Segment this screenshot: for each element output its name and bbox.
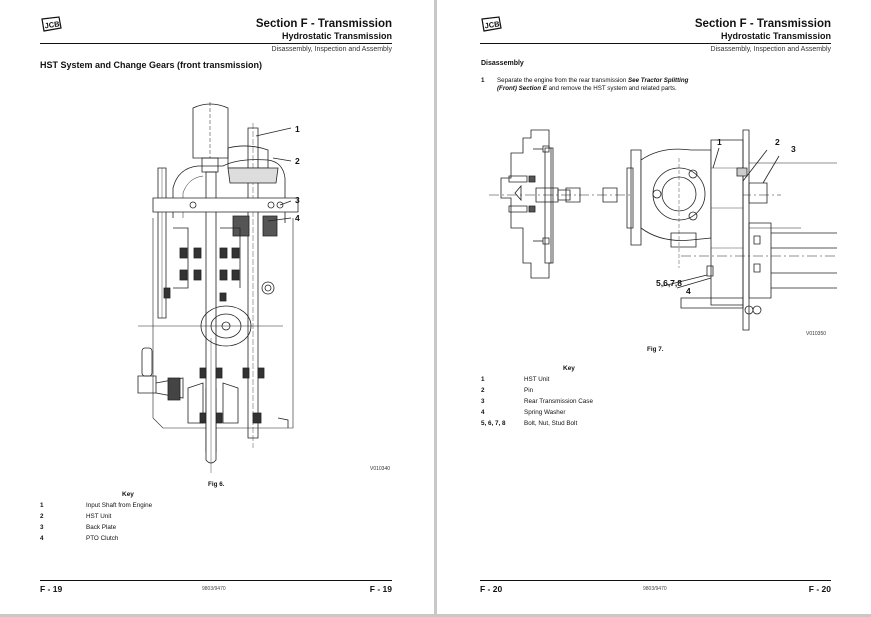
jcb-logo-icon: JCB — [480, 16, 502, 32]
key-number: 3 — [481, 398, 485, 405]
key-title: Key — [563, 365, 575, 372]
key-number: 1 — [481, 376, 485, 383]
key-row: 3 Back Plate — [40, 524, 240, 535]
hst-removal-diagram — [481, 118, 837, 340]
svg-text:JCB: JCB — [44, 19, 61, 30]
key-row: 2 HST Unit — [40, 513, 240, 524]
callout-2: 2 — [295, 156, 300, 166]
key-row: 2 Pin — [481, 387, 681, 398]
key-number: 5, 6, 7, 8 — [481, 420, 506, 427]
key-row: 1 HST Unit — [481, 376, 681, 387]
section-title: Section F - Transmission — [255, 18, 392, 30]
callout-1: 1 — [717, 137, 722, 147]
hst-cross-section-diagram — [128, 88, 308, 476]
manual-page-f19: JCB Section F - Transmission Hydrostatic… — [0, 0, 434, 614]
key-row: 4 Spring Washer — [481, 409, 681, 420]
footer-rule — [40, 580, 392, 581]
page-heading: HST System and Change Gears (front trans… — [40, 60, 263, 70]
header-rule — [40, 43, 392, 44]
figure-key: Key 1 HST Unit 2 Pin 3 Rear Transmission… — [481, 365, 701, 435]
footer-rule — [480, 580, 831, 581]
page-number-left: F - 19 — [40, 584, 63, 594]
key-title: Key — [122, 491, 134, 498]
key-label: PTO Clutch — [86, 535, 119, 542]
page-number-right: F - 20 — [808, 584, 831, 594]
jcb-logo-icon: JCB — [40, 16, 62, 32]
key-number: 2 — [40, 513, 44, 520]
figure-reference: V010340 — [370, 466, 391, 472]
key-row: 4 PTO Clutch — [40, 535, 240, 546]
key-row: 5, 6, 7, 8 Bolt, Nut, Stud Bolt — [481, 420, 681, 431]
viewer-bottom-border — [0, 614, 871, 617]
topic-title: Disassembly, Inspection and Assembly — [710, 46, 831, 53]
key-label: Spring Washer — [524, 409, 566, 416]
key-number: 1 — [40, 502, 44, 509]
key-label: Input Shaft from Engine — [86, 502, 153, 509]
key-row: 1 Input Shaft from Engine — [40, 502, 240, 513]
page-number-left: F - 20 — [480, 584, 503, 594]
callout-3: 3 — [791, 144, 796, 154]
callout-4: 4 — [686, 286, 691, 296]
callout-3: 3 — [295, 195, 300, 205]
key-number: 3 — [40, 524, 44, 531]
callout-4: 4 — [295, 213, 300, 223]
key-label: Back Plate — [86, 524, 117, 531]
key-row: 3 Rear Transmission Case — [481, 398, 681, 409]
key-number: 2 — [481, 387, 485, 394]
topic-title: Disassembly, Inspection and Assembly — [271, 46, 392, 53]
step-number: 1 — [481, 77, 485, 84]
subsection-title: Hydrostatic Transmission — [720, 31, 831, 41]
figure-caption: Fig 7. — [647, 346, 664, 353]
figure-reference: V010350 — [806, 331, 827, 337]
key-number: 4 — [40, 535, 44, 542]
document-code: 9803/9470 — [643, 586, 667, 592]
subsection-title: Hydrostatic Transmission — [281, 31, 392, 41]
figure-key: Key 1 Input Shaft from Engine 2 HST Unit… — [40, 491, 240, 551]
header-rule — [480, 43, 831, 44]
svg-text:JCB: JCB — [484, 19, 501, 30]
step-text-part: Separate the engine from the rear transm… — [497, 77, 629, 84]
manual-page-f20: JCB Section F - Transmission Hydrostatic… — [437, 0, 871, 614]
callout-2: 2 — [775, 137, 780, 147]
callout-5-6-7-8: 5,6,7,8 — [656, 278, 682, 288]
document-code: 9803/9470 — [202, 586, 226, 592]
key-label: Bolt, Nut, Stud Bolt — [524, 420, 578, 427]
key-label: Rear Transmission Case — [524, 398, 593, 405]
page-heading: Disassembly — [481, 60, 524, 67]
page-divider — [434, 0, 437, 617]
key-label: HST Unit — [524, 376, 550, 383]
step-text-part: and remove the HST system and related pa… — [546, 85, 677, 92]
step-text: Separate the engine from the rear transm… — [497, 77, 697, 93]
callout-1: 1 — [295, 124, 300, 134]
key-number: 4 — [481, 409, 485, 416]
cross-reference[interactable]: See Tractor Splitting (Front) Section E — [497, 77, 689, 92]
page-number-right: F - 19 — [369, 584, 392, 594]
figure-caption: Fig 6. — [208, 481, 225, 488]
section-title: Section F - Transmission — [694, 18, 831, 30]
key-label: HST Unit — [86, 513, 112, 520]
key-label: Pin — [524, 387, 534, 394]
